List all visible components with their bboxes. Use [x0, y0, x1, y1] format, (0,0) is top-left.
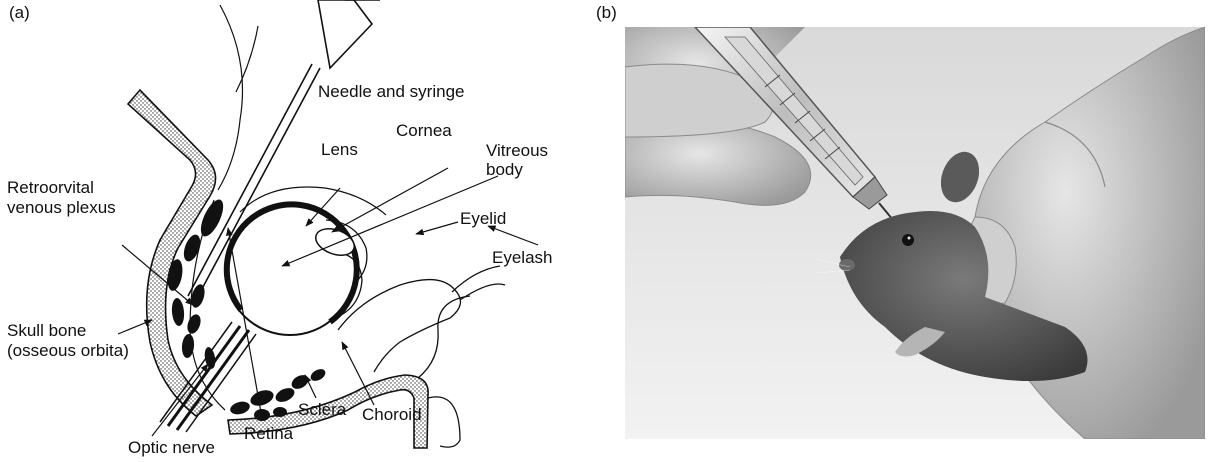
label-skull-bone: Skull bone — [7, 321, 86, 341]
panel-b-letter: (b) — [596, 3, 617, 23]
label-osseous-orbita: (osseous orbita) — [7, 341, 129, 361]
label-choroid: Choroid — [362, 405, 422, 425]
label-retina: Retina — [244, 424, 293, 444]
label-venous-plexus: venous plexus — [7, 198, 116, 218]
label-lens: Lens — [321, 140, 358, 160]
label-optic-nerve: Optic nerve — [128, 438, 215, 458]
panel-a-diagram: (a) Needle and syringe Cornea Lens Vitre… — [0, 0, 610, 462]
eye-anatomy-drawing — [0, 0, 610, 462]
label-vitreous: Vitreous — [486, 141, 548, 161]
label-vitreous-body: body — [486, 160, 523, 180]
label-cornea: Cornea — [396, 121, 452, 141]
skull-bone-upper — [128, 90, 216, 416]
eyeball — [225, 187, 386, 335]
label-eyelid: Eyelid — [460, 209, 506, 229]
label-sclera: Sclera — [298, 400, 346, 420]
label-retroorvital: Retroorvital — [7, 178, 94, 198]
photo-mouse-injection — [625, 27, 1205, 439]
label-eyelash: Eyelash — [492, 248, 552, 268]
label-needle-and-syringe: Needle and syringe — [318, 82, 464, 102]
panel-b-photo — [625, 27, 1205, 439]
panel-a-letter: (a) — [9, 3, 30, 23]
